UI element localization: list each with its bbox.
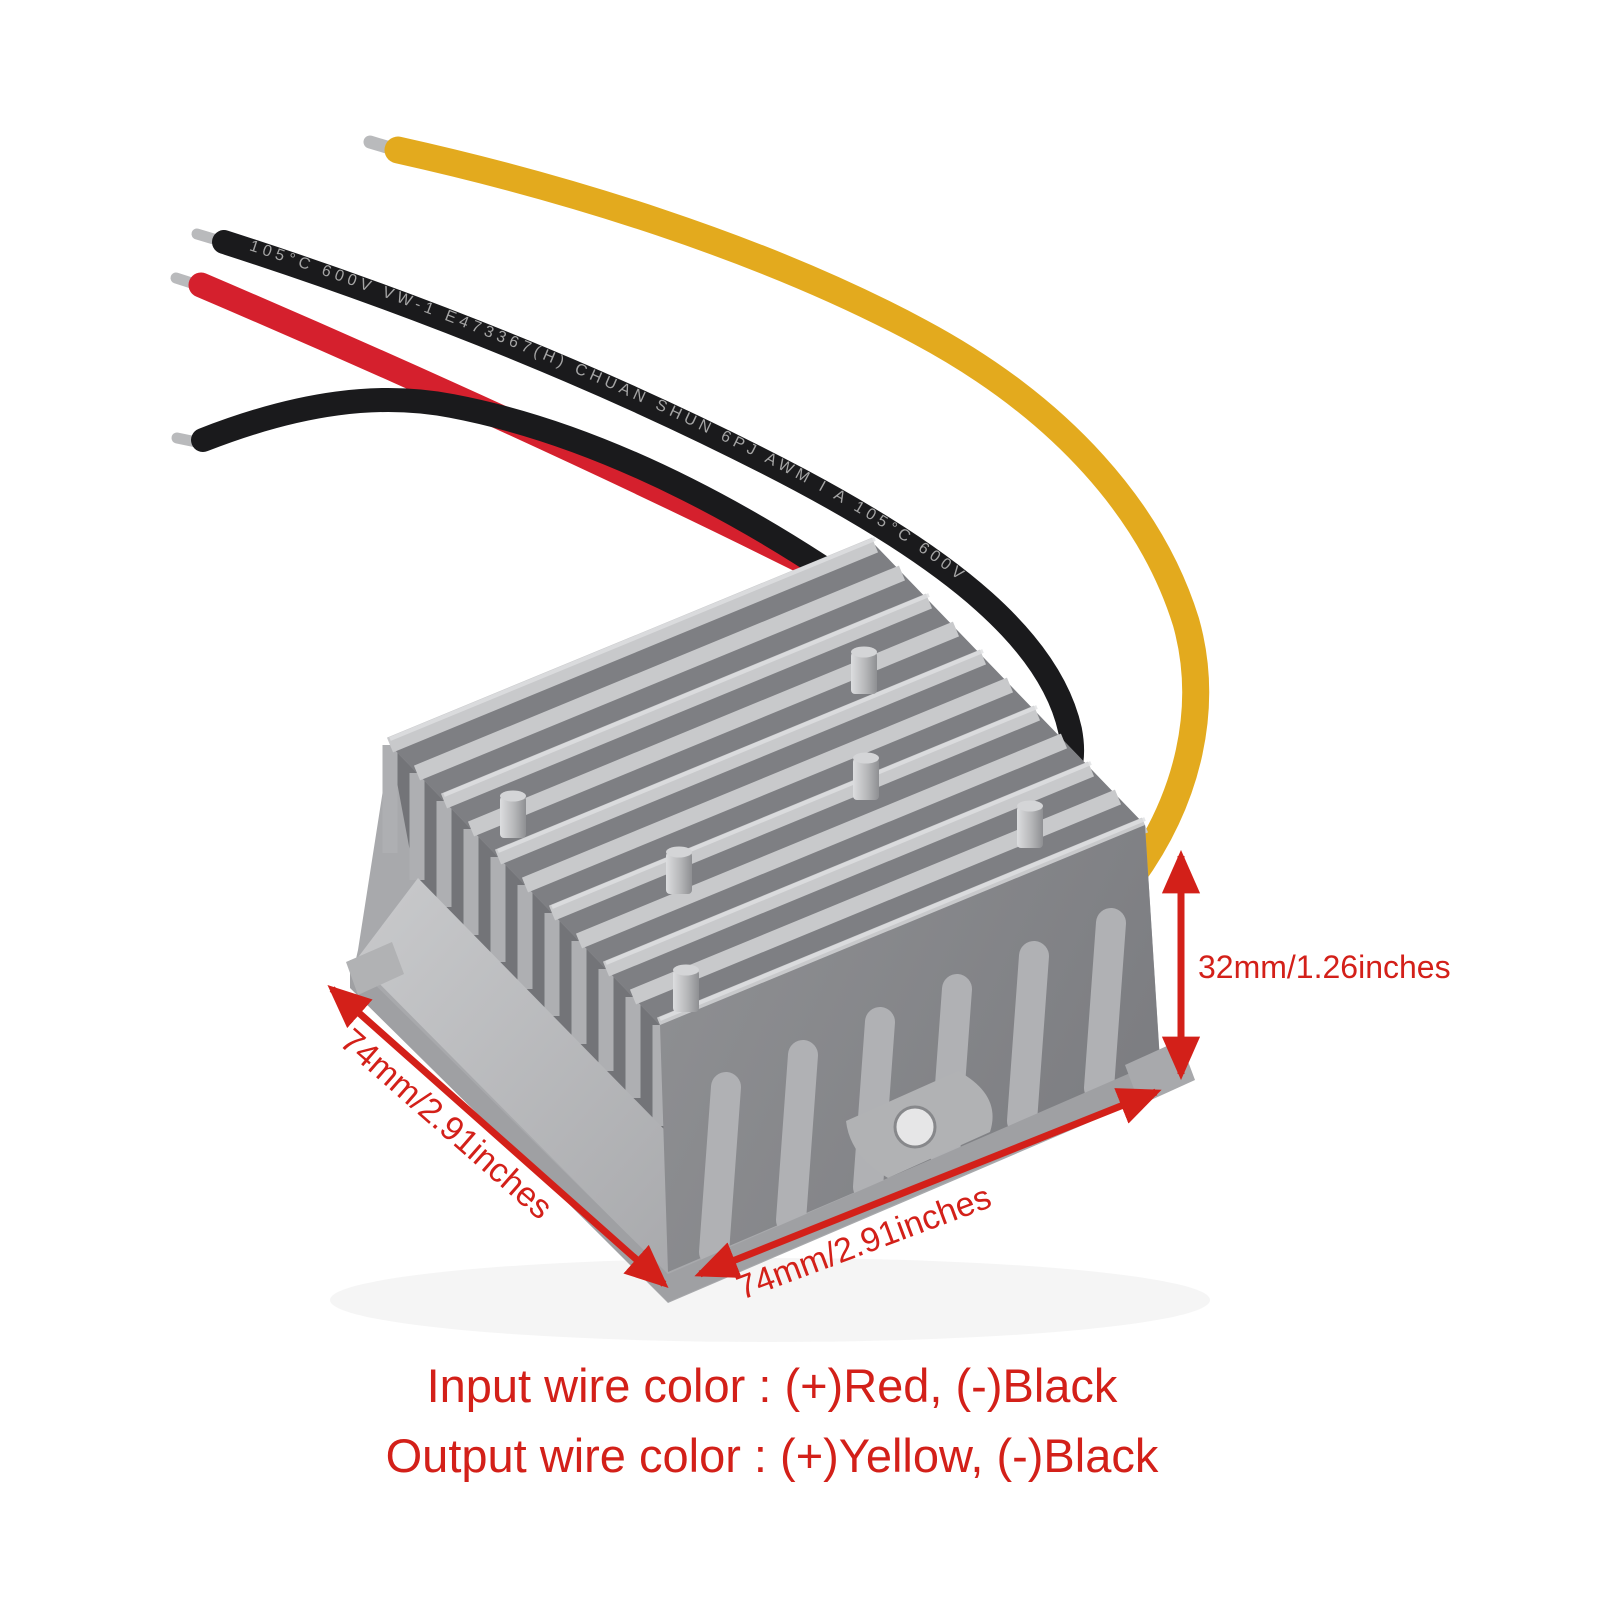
pin bbox=[673, 964, 699, 1012]
top-fin-highlights bbox=[389, 537, 1146, 1021]
black-negative-wire-upper bbox=[212, 230, 1085, 814]
heatsink-pins bbox=[500, 646, 1043, 1012]
dimension-annotations bbox=[327, 849, 1201, 1289]
pin bbox=[666, 846, 692, 894]
pin bbox=[1017, 800, 1043, 848]
screw-hole bbox=[893, 1105, 937, 1149]
dimension-arrow-left bbox=[327, 984, 669, 1289]
caption-output-line: Output wire color : (+)Yellow, (-)Black bbox=[386, 1429, 1159, 1482]
yellow-output-positive-wire bbox=[384, 136, 1210, 909]
pin bbox=[851, 646, 877, 694]
pin bbox=[853, 752, 879, 800]
caption: Input wire color : (+)Red, (-)Black Outp… bbox=[386, 1359, 1159, 1482]
caption-input-line: Input wire color : (+)Red, (-)Black bbox=[427, 1359, 1118, 1412]
converter-body bbox=[330, 537, 1210, 1342]
left-mounting-ear bbox=[346, 942, 404, 995]
dimension-label-height: 32mm/1.26inches bbox=[1198, 949, 1451, 985]
dimension-arrow-bottom bbox=[694, 1088, 1162, 1278]
pin bbox=[500, 790, 526, 838]
